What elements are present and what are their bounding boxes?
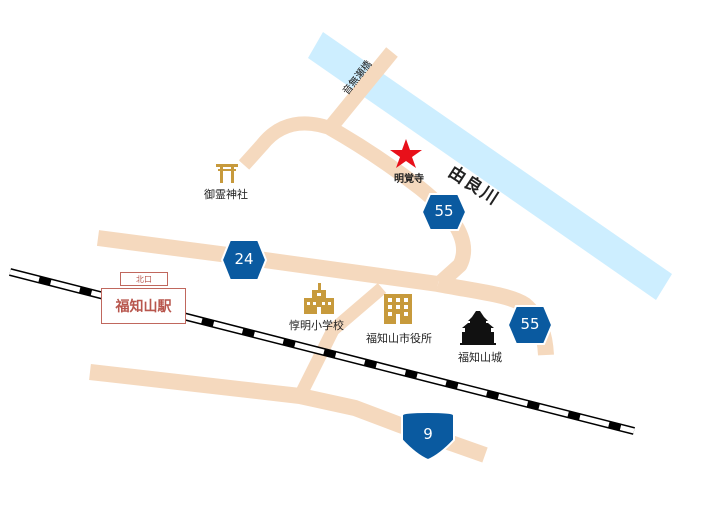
yura-river <box>308 32 672 300</box>
station-name: 福知山駅 <box>115 299 172 315</box>
star-icon <box>390 139 422 168</box>
route-number-55-east: 55 <box>520 315 540 333</box>
shrine-label: 御霊神社 <box>204 188 248 201</box>
road-bridge <box>324 47 398 133</box>
school-icon <box>304 283 334 314</box>
torii-icon <box>216 164 238 183</box>
station-exit-label: 北口 <box>136 274 152 284</box>
road-shrine-curve <box>238 116 338 170</box>
castle-icon <box>460 311 496 345</box>
route-shield-24 <box>220 239 268 281</box>
road-route-55-north <box>326 121 472 289</box>
city-hall-label: 福知山市役所 <box>366 332 432 345</box>
station-box: 福知山駅 <box>101 288 186 324</box>
temple-label: 明覚寺 <box>394 174 424 185</box>
castle-label: 福知山城 <box>458 351 502 364</box>
road-school <box>294 283 387 399</box>
route-number-55-north: 55 <box>434 202 454 220</box>
station-exit-badge: 北口 <box>120 272 168 286</box>
route-number-24: 24 <box>234 250 254 268</box>
route-shield-55-east <box>506 305 554 345</box>
school-label: 惇明小学校 <box>289 319 344 332</box>
building-icon <box>384 294 412 324</box>
route-number-9: 9 <box>423 425 433 443</box>
route-shield-55-north <box>420 193 468 231</box>
route-shield-9 <box>401 410 455 462</box>
